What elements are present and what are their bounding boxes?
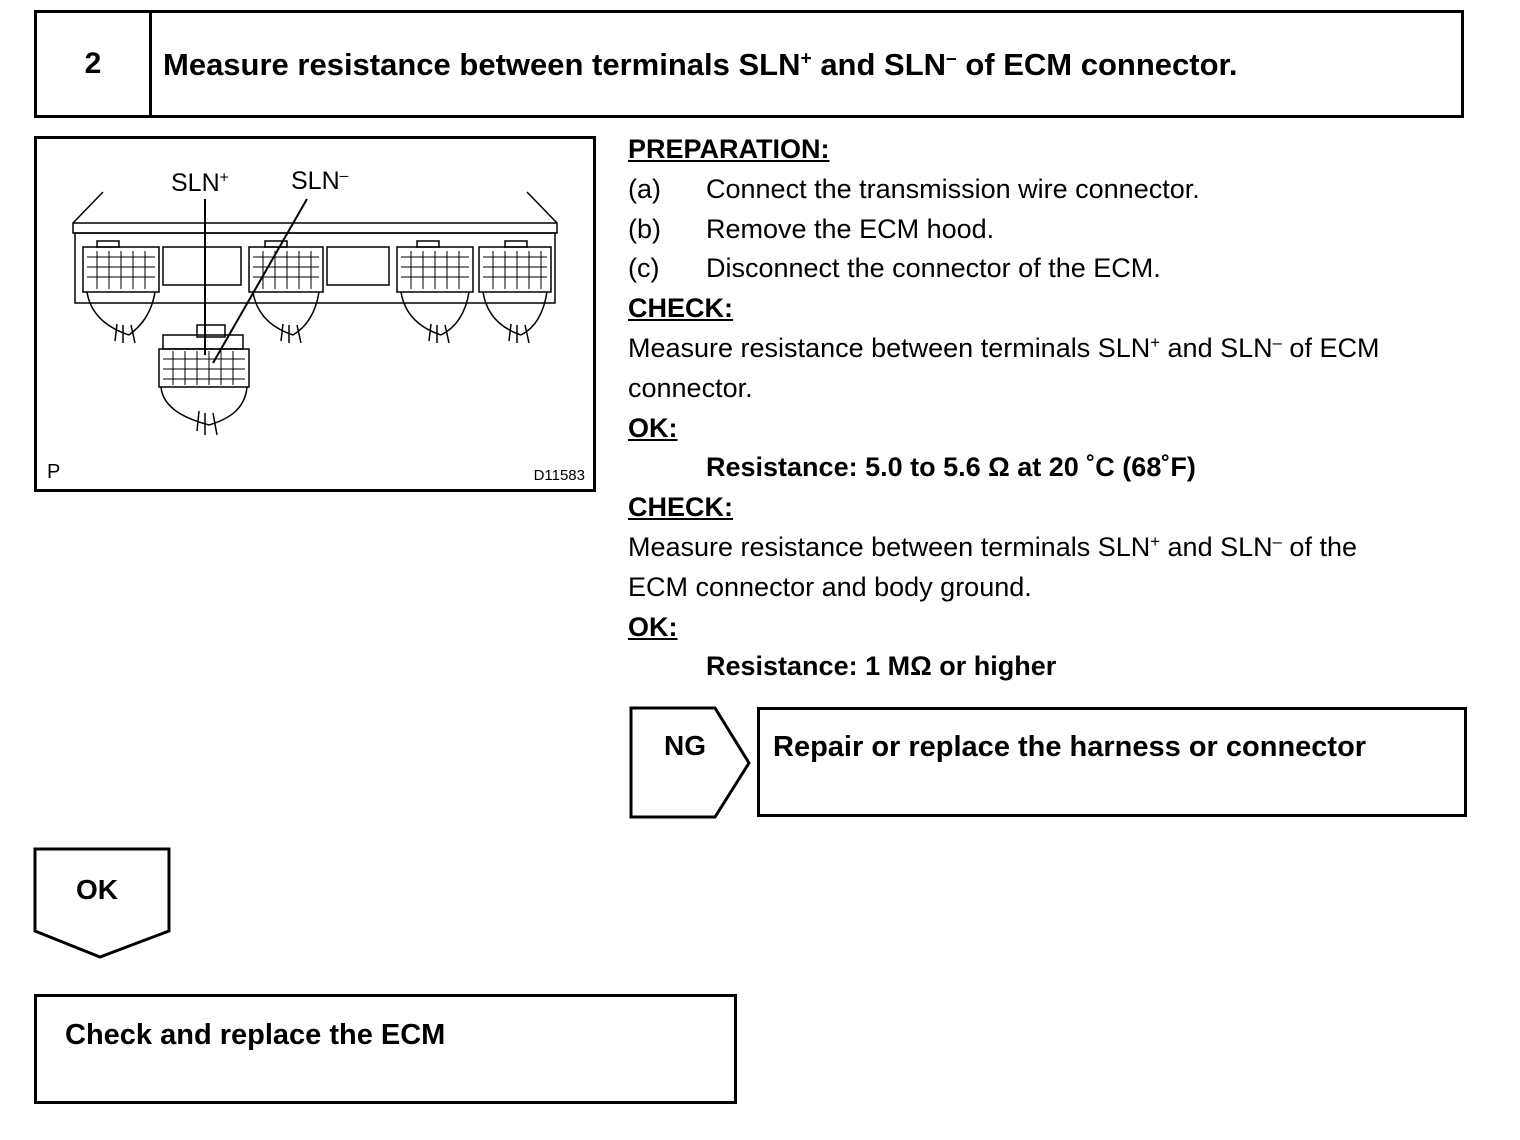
ecm-front-panel bbox=[74, 232, 556, 304]
step-title-sup-plus: + bbox=[800, 48, 812, 70]
ok2-spec: Resistance: 1 MΩ or higher bbox=[706, 651, 1057, 682]
ng-arrow-shape bbox=[629, 706, 751, 819]
ok1-heading: OK: bbox=[628, 412, 678, 443]
ecm-connector-1 bbox=[82, 240, 160, 344]
check1-heading: CHECK: bbox=[628, 293, 733, 324]
step-title: Measure resistance between terminals SLN… bbox=[163, 47, 1237, 83]
sln-minus-leader bbox=[212, 198, 308, 364]
prep-step-b: (b) Remove the ECM hood. bbox=[628, 210, 1478, 250]
figure-code: D11583 bbox=[533, 467, 585, 484]
prep-step-text: Remove the ECM hood. bbox=[706, 213, 995, 244]
ecm-connector-2 bbox=[248, 240, 324, 344]
prep-step-letter: (c) bbox=[628, 253, 660, 284]
step-title-suffix: of ECM connector. bbox=[956, 47, 1238, 82]
preparation-heading: PREPARATION: bbox=[628, 134, 830, 164]
ecm-connector-3 bbox=[396, 240, 474, 344]
ng-result-text: Repair or replace the harness or connect… bbox=[773, 731, 1367, 763]
ecm-left-edge bbox=[72, 191, 104, 224]
check2-heading: CHECK: bbox=[628, 492, 733, 523]
instructions: PREPARATION: (a) Connect the transmission… bbox=[628, 130, 1478, 687]
ok1-spec: Resistance: 5.0 to 5.6 Ω at 20 ˚C (68˚F) bbox=[706, 452, 1196, 483]
ok-result-box: Check and replace the ECM bbox=[34, 994, 737, 1104]
sln-plus-label: SLN+ bbox=[171, 169, 229, 197]
ng-label: NG bbox=[664, 730, 706, 761]
ok-arrow-shape bbox=[33, 847, 171, 959]
prep-step-c: (c) Disconnect the connector of the ECM. bbox=[628, 249, 1478, 289]
sln-minus-label: SLN– bbox=[291, 167, 349, 195]
ok2-heading: OK: bbox=[628, 611, 678, 642]
prep-step-text: Disconnect the connector of the ECM. bbox=[706, 253, 1161, 284]
connector-figure: SLN+ SLN– P D11583 bbox=[34, 136, 596, 492]
ecm-connector-4 bbox=[478, 240, 552, 344]
ecm-top-rail bbox=[72, 222, 558, 234]
check1-text-line1: Measure resistance between terminals SLN… bbox=[628, 332, 1380, 363]
figure-corner-letter: P bbox=[47, 461, 61, 483]
prep-step-letter: (a) bbox=[628, 173, 661, 204]
ng-result-box: Repair or replace the harness or connect… bbox=[757, 707, 1467, 817]
ecm-connector-illustration bbox=[72, 191, 558, 436]
prep-step-a: (a) Connect the transmission wire connect… bbox=[628, 170, 1478, 210]
prep-step-text: Connect the transmission wire connector. bbox=[706, 173, 1200, 204]
prep-step-letter: (b) bbox=[628, 213, 661, 244]
check2-text-line1: Measure resistance between terminals SLN… bbox=[628, 531, 1357, 562]
check2-text-line2: ECM connector and body ground. bbox=[628, 571, 1032, 602]
ok-result-text: Check and replace the ECM bbox=[65, 1019, 446, 1051]
step-title-mid: and SLN bbox=[811, 47, 947, 82]
step-title-prefix: Measure resistance between terminals SLN bbox=[163, 47, 801, 82]
ecm-right-edge bbox=[526, 191, 558, 224]
ok-label: OK bbox=[76, 874, 118, 905]
step-number: 2 bbox=[37, 13, 152, 115]
step-title-sup-minus: – bbox=[946, 48, 957, 70]
ecm-blank-slot-2 bbox=[326, 246, 390, 286]
check1-text-line2: connector. bbox=[628, 372, 753, 403]
step-header: 2 Measure resistance between terminals S… bbox=[34, 10, 1464, 118]
ecm-blank-slot-1 bbox=[162, 246, 242, 286]
